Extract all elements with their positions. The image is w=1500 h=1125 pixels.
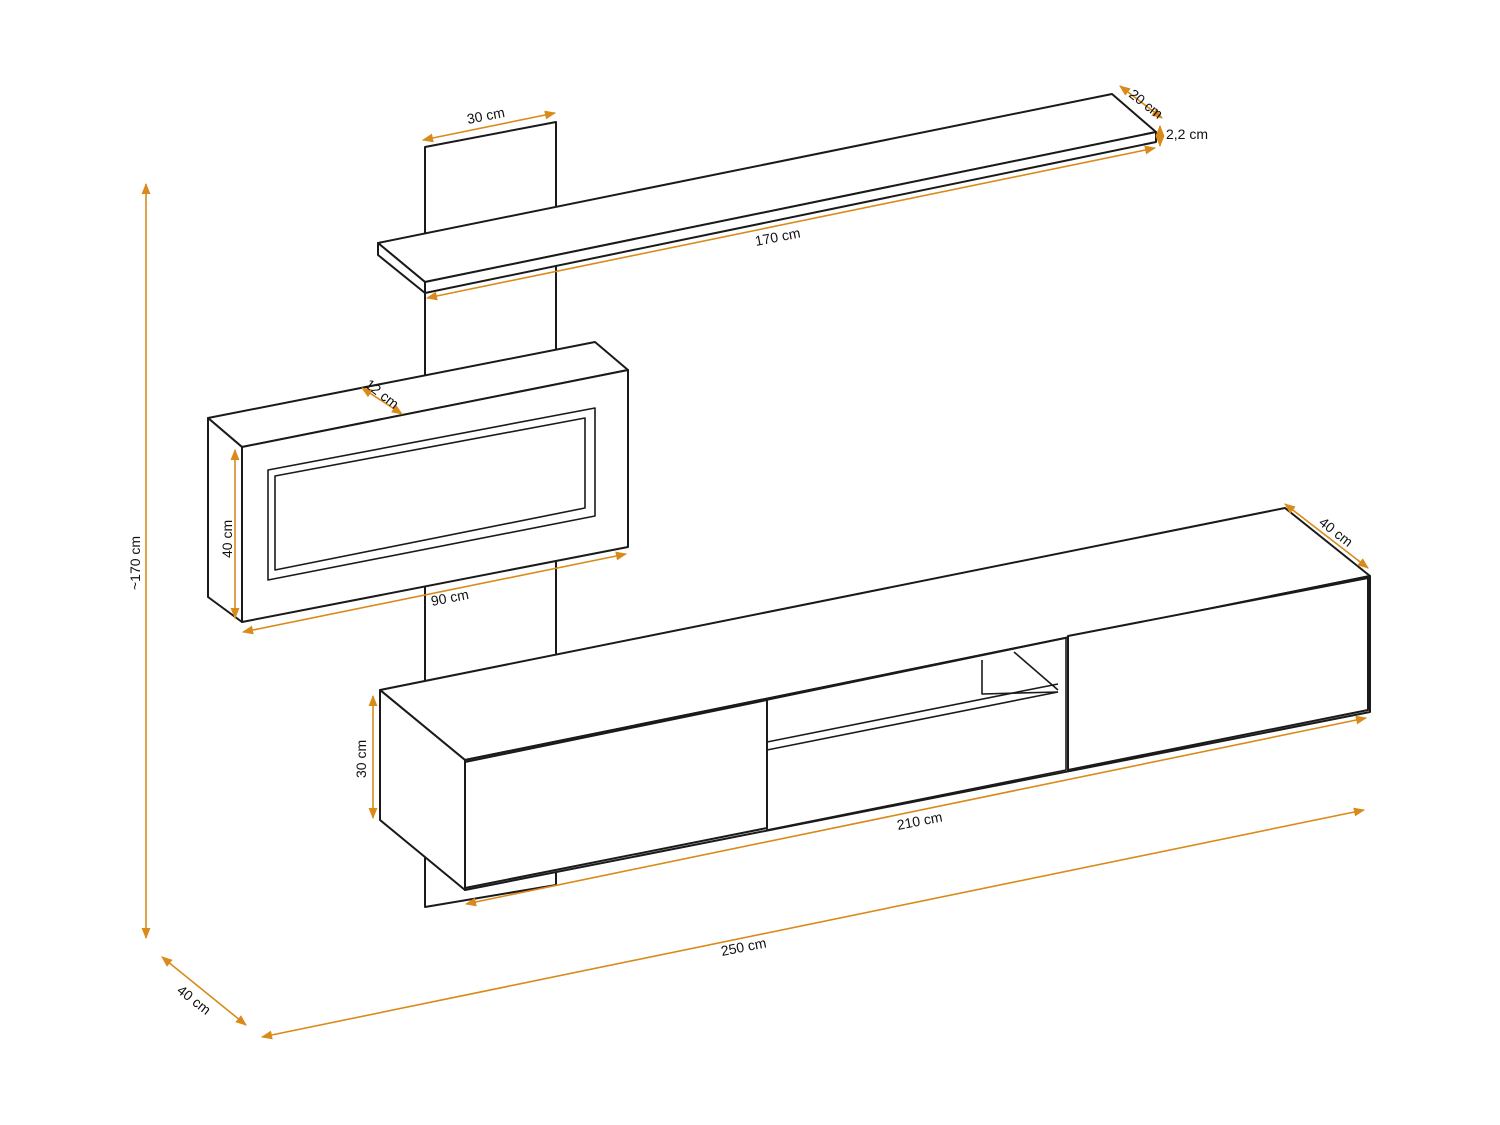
label-cabinet-width: 210 cm	[896, 808, 944, 832]
frame-shelf	[207, 341, 629, 623]
label-total-depth: 40 cm	[174, 982, 214, 1018]
label-total-width: 250 cm	[720, 934, 768, 958]
label-total-height: ~170 cm	[127, 536, 143, 590]
dimension-lines	[141, 85, 1369, 1040]
label-panel-width: 30 cm	[466, 104, 506, 127]
label-shelf-length: 170 cm	[754, 224, 802, 248]
label-cabinet-height: 30 cm	[353, 740, 369, 778]
label-frame-height: 40 cm	[219, 520, 235, 558]
label-shelf-thickness: 2,2 cm	[1166, 126, 1208, 142]
label-frame-width: 90 cm	[430, 586, 470, 609]
